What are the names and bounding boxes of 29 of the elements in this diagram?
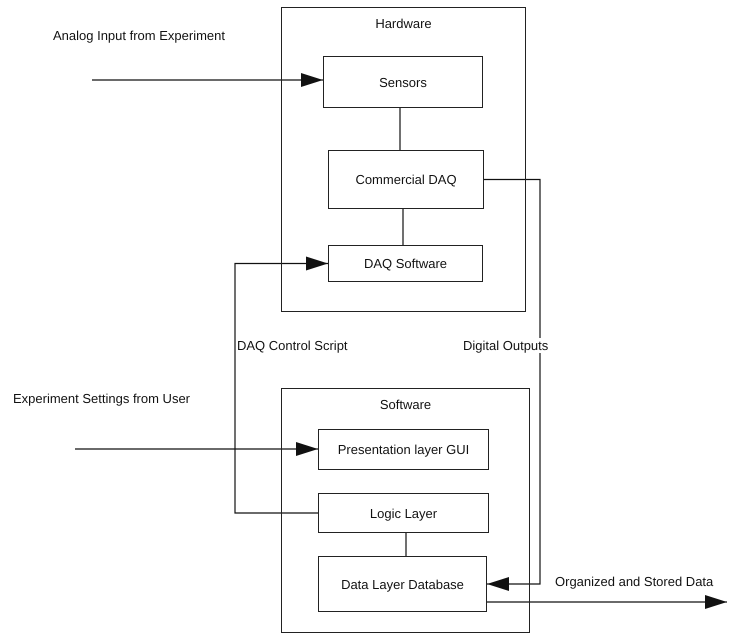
edge-label: Organized and Stored Data <box>554 574 714 589</box>
process-box <box>318 493 489 533</box>
arrow <box>487 595 727 609</box>
arrow <box>92 73 323 87</box>
edge-label: Experiment Settings from User <box>12 391 192 406</box>
edge-label: Analog Input from Experiment <box>52 28 226 43</box>
connector-line <box>402 209 404 245</box>
connector-line <box>405 533 407 556</box>
edge-label: Digital Outputs <box>462 338 550 353</box>
box-label: Data Layer Database <box>341 576 464 592</box>
process-box <box>323 56 483 108</box>
box-label: Presentation layer GUI <box>338 442 470 457</box>
process-box <box>328 245 483 282</box>
group-box <box>281 388 530 633</box>
arrow <box>484 178 541 591</box>
process-box <box>328 150 484 209</box>
edge-label: DAQ Control Script <box>236 338 349 353</box>
box-label: Commercial DAQ <box>355 172 457 187</box>
group-title: Hardware <box>375 16 432 31</box>
process-box <box>318 556 487 612</box>
arrow <box>234 256 328 514</box>
process-box <box>318 429 489 470</box>
box-label: Sensors <box>379 74 427 90</box>
box-label: Logic Layer <box>370 506 438 520</box>
group-box <box>281 7 526 312</box>
arrow <box>75 442 318 456</box>
box-label: DAQ Software <box>364 256 448 271</box>
connector-line <box>399 108 401 150</box>
group-title: Software <box>380 397 432 412</box>
